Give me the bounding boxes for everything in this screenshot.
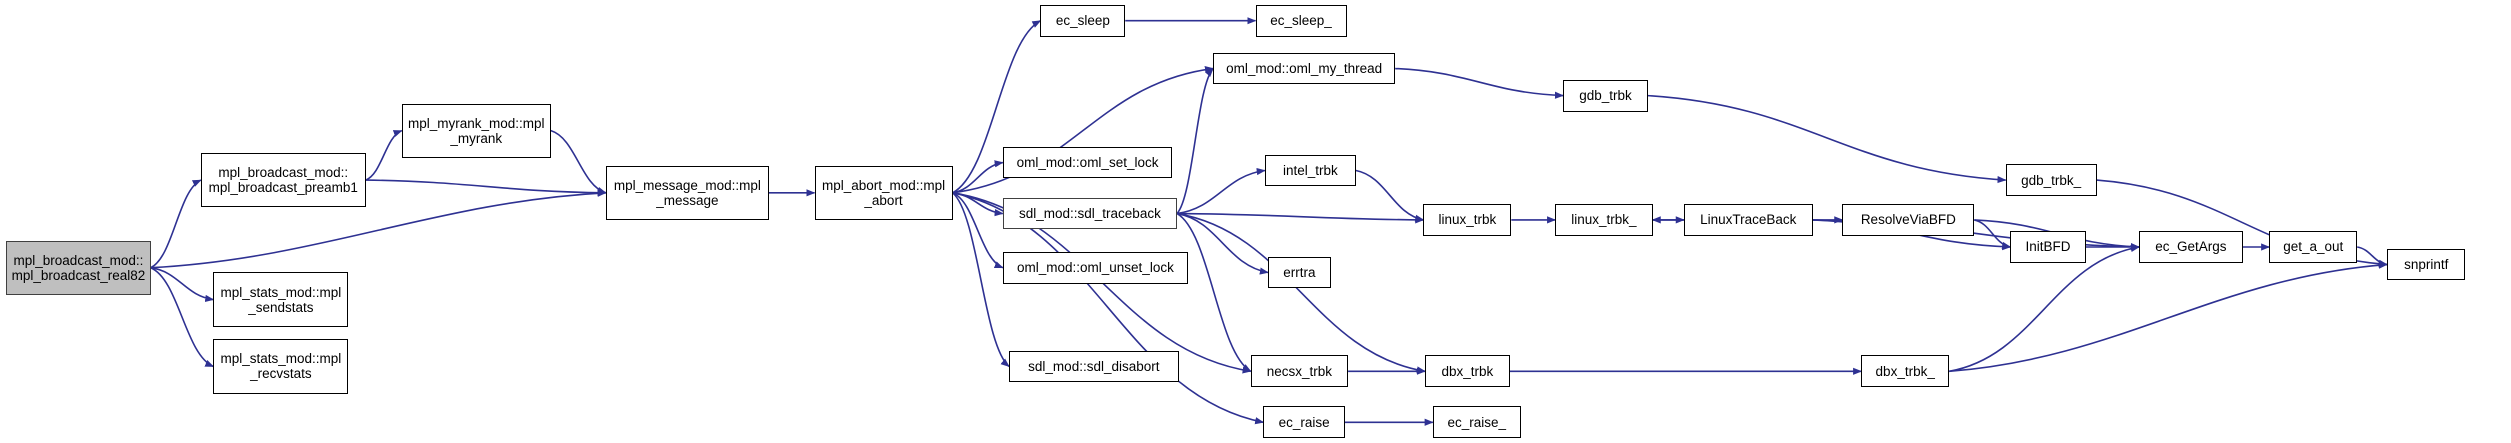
graph-node[interactable]: ec_raise_ <box>1432 406 1521 439</box>
graph-node[interactable]: mpl_abort_mod::mpl _abort <box>814 165 953 220</box>
graph-edge <box>1176 168 1266 215</box>
graph-edge <box>550 129 607 194</box>
graph-edge <box>1176 67 1214 215</box>
graph-node[interactable]: sdl_mod::sdl_disabort <box>1009 350 1179 383</box>
graph-edge <box>150 266 215 303</box>
graph-node[interactable]: mpl_message_mod::mpl _message <box>605 165 769 220</box>
graph-edge <box>1176 212 1269 275</box>
graph-node[interactable]: LinuxTraceBack <box>1683 203 1813 236</box>
graph-node[interactable]: ec_sleep <box>1040 4 1126 37</box>
graph-edge <box>1177 212 1425 224</box>
graph-node[interactable]: dbx_trbk_ <box>1861 355 1950 388</box>
graph-edge <box>952 192 1004 269</box>
graph-node[interactable]: intel_trbk <box>1264 154 1356 187</box>
graph-edge <box>1355 169 1425 222</box>
graph-node[interactable]: linux_trbk <box>1423 203 1512 236</box>
graph-node[interactable]: ec_raise <box>1263 406 1345 439</box>
graph-node[interactable]: ec_GetArgs <box>2139 231 2243 263</box>
graph-node[interactable]: mpl_broadcast_mod:: mpl_broadcast_real82 <box>6 240 151 295</box>
graph-node[interactable]: oml_mod::oml_set_lock <box>1002 146 1173 179</box>
graph-edge <box>1949 244 2140 373</box>
graph-edge <box>952 192 1010 368</box>
graph-node[interactable]: mpl_myrank_mod::mpl _myrank <box>401 103 551 158</box>
graph-edge <box>952 160 1004 194</box>
graph-node[interactable]: linux_trbk_ <box>1555 203 1653 236</box>
graph-node[interactable]: mpl_stats_mod::mpl _recvstats <box>213 339 349 394</box>
graph-edge <box>150 189 607 269</box>
graph-node[interactable]: ec_sleep_ <box>1255 4 1347 37</box>
graph-edge <box>952 20 1042 194</box>
graph-edge <box>365 179 607 197</box>
graph-edge <box>1176 212 1252 372</box>
graph-edge <box>1949 261 2388 373</box>
graph-node[interactable]: ResolveViaBFD <box>1842 203 1975 236</box>
graph-edge <box>1176 212 1426 374</box>
graph-edge <box>365 129 403 181</box>
graph-edge <box>1974 219 2012 249</box>
graph-node[interactable]: snprintf <box>2387 248 2466 281</box>
graph-node[interactable]: InitBFD <box>2010 231 2086 263</box>
graph-node[interactable]: gdb_trbk <box>1563 79 1648 112</box>
graph-edge <box>1395 67 1564 99</box>
graph-node[interactable]: necsx_trbk <box>1250 355 1349 388</box>
graph-edge <box>150 179 202 269</box>
graph-node[interactable]: gdb_trbk_ <box>2005 164 2097 196</box>
graph-node[interactable]: sdl_mod::sdl_traceback <box>1002 197 1178 230</box>
graph-node[interactable]: oml_mod::oml_my_thread <box>1213 52 1396 85</box>
graph-edge <box>1647 94 2007 184</box>
graph-node[interactable]: dbx_trbk <box>1424 355 1510 388</box>
graph-node[interactable]: errtra <box>1268 256 1331 289</box>
graph-node[interactable]: get_a_out <box>2269 231 2358 263</box>
graph-node[interactable]: mpl_broadcast_mod:: mpl_broadcast_preamb… <box>200 152 366 208</box>
graph-node[interactable]: oml_mod::oml_unset_lock <box>1002 251 1188 284</box>
graph-node[interactable]: mpl_stats_mod::mpl _sendstats <box>213 272 349 327</box>
graph-edge <box>150 266 215 368</box>
graph-edge <box>952 65 1214 194</box>
